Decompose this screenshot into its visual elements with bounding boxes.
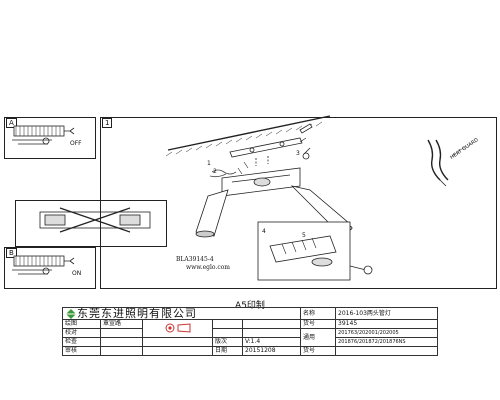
date-value: 20151208: [241, 346, 302, 356]
panel-a-switch-drawing: [12, 125, 75, 145]
spot-heads-drawing: [195, 185, 353, 238]
panel-main-frame: [100, 117, 497, 289]
panel-a-frame: [4, 117, 96, 159]
name-value: 2016-103两头管灯: [335, 307, 439, 320]
projection-symbol: [142, 319, 213, 338]
print-note: A5印制: [235, 301, 265, 311]
model-code: BLA39145-4: [176, 256, 214, 263]
item-no2-value: 201876/201872/201876NS: [335, 337, 439, 347]
item-no-label: 货号: [300, 319, 337, 329]
callout-3: 3: [296, 150, 300, 157]
general-label: 通用: [300, 328, 337, 347]
callout-1: 1: [207, 160, 211, 167]
version-label: 版次: [212, 337, 243, 347]
general-value: 201763/202001/202005: [335, 328, 439, 338]
panel-b-tag: B: [6, 248, 17, 258]
panel-a-tag: A: [6, 118, 17, 128]
callout-4: 4: [262, 228, 266, 235]
item-no2-label: 货号: [300, 346, 337, 356]
mounting-bracket-drawing: [229, 137, 303, 166]
wires-drawing: [209, 169, 237, 178]
review-label: 审核: [62, 346, 101, 356]
panel-b-switch-drawing: [12, 255, 75, 275]
callout-5: 5: [302, 232, 306, 239]
technical-drawing: [12, 115, 467, 281]
date-label: 日期: [212, 346, 243, 356]
callout-2: 2: [213, 168, 217, 175]
panel-main-tag: 1: [102, 118, 113, 128]
projection-symbol-icon: [165, 322, 190, 333]
check-label: 校对: [62, 328, 101, 338]
panel-side-frame: [15, 200, 167, 247]
title-block: 东莞东进照明有限公司 名称 2016-103两头管灯 绘图 覃宣路 货号 391…: [61, 307, 439, 356]
item-no-value: 39145: [335, 319, 439, 329]
website-url: www.eglo.com: [186, 264, 230, 271]
version-value: V:1.4: [241, 337, 302, 347]
drawing-label: 绘图: [62, 319, 101, 329]
company-logo-icon: [66, 309, 76, 319]
detail-inset-drawing: [257, 221, 373, 281]
inspect-label: 检查: [62, 337, 101, 347]
switch-on-label: ON: [72, 270, 82, 277]
switch-off-label: OFF: [70, 140, 82, 147]
heat-guard-lamp-drawing: [427, 139, 467, 187]
drawer-value: 覃宣路: [100, 319, 143, 329]
wrong-installation-drawing: [39, 207, 151, 233]
panel-b-frame: [4, 247, 96, 289]
light-body-drawing: [221, 167, 301, 197]
name-label: 名称: [300, 307, 337, 320]
company-name: 东莞东进照明有限公司: [61, 307, 302, 320]
